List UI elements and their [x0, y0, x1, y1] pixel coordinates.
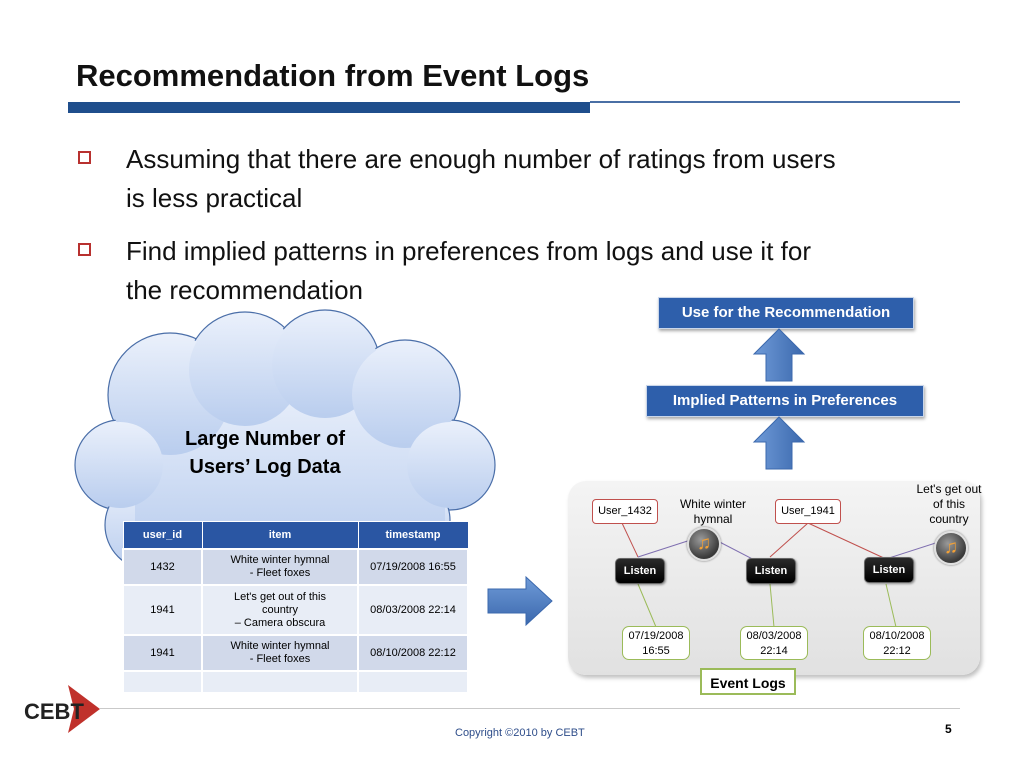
song-label-line: hymnal: [693, 512, 733, 526]
bullet-square-icon: [78, 243, 91, 256]
column-header-user-id: user_id: [122, 521, 203, 550]
song-label: Let's get out of this country: [906, 482, 992, 527]
cell-user-id: 1432: [122, 548, 203, 586]
cloud-label: Large Number of Users’ Log Data: [150, 425, 380, 481]
cell-item-line: Let's get out of this: [234, 590, 326, 603]
timestamp-time: 16:55: [642, 645, 670, 657]
cell-empty: [201, 670, 359, 694]
song-label-line: country: [929, 512, 969, 526]
timestamp-node: 07/19/2008 16:55: [622, 626, 690, 660]
title-underline-bar: [68, 102, 590, 113]
cell-item: White winter hymnal - Fleet foxes: [201, 548, 359, 586]
user-node: User_1941: [775, 499, 841, 524]
bullet-square-icon: [78, 151, 91, 164]
column-header-timestamp: timestamp: [357, 521, 469, 550]
cell-timestamp: 08/10/2008 22:12: [357, 634, 469, 672]
user-node: User_1432: [592, 499, 658, 524]
music-note-icon: ♫: [687, 527, 721, 561]
use-for-recommendation-box: Use for the Recommendation: [658, 297, 914, 329]
song-label-line: White winter: [679, 497, 747, 511]
listen-node: Listen: [746, 558, 796, 584]
bullet-2-line-1: Find implied patterns in preferences fro…: [126, 236, 812, 266]
timestamp-date: 08/03/2008: [746, 630, 802, 642]
cell-empty: [357, 670, 469, 694]
song-label-line: Let's get out: [916, 482, 982, 496]
table-row: 1432 White winter hymnal - Fleet foxes 0…: [122, 548, 469, 586]
cell-item-line: - Fleet foxes: [249, 653, 311, 665]
cloud-label-line-2: Users’ Log Data: [189, 456, 341, 478]
table-row: 1941 White winter hymnal - Fleet foxes 0…: [122, 634, 469, 672]
up-arrow-icon: [752, 328, 806, 382]
cloud-label-line-1: Large Number of: [184, 428, 346, 450]
cell-item-line: country: [261, 603, 299, 616]
timestamp-time: 22:12: [883, 645, 911, 657]
page-number: 5: [945, 722, 952, 736]
right-arrow-icon: [487, 575, 553, 627]
title-underline-thin: [590, 101, 960, 103]
slide-title: Recommendation from Event Logs: [76, 58, 590, 93]
cell-item-line: White winter hymnal: [230, 554, 330, 566]
copyright-text: Copyright ©2010 by CEBT: [455, 727, 585, 739]
timestamp-date: 07/19/2008: [628, 630, 684, 642]
timestamp-node: 08/10/2008 22:12: [863, 626, 931, 660]
column-header-item: item: [201, 521, 359, 550]
implied-patterns-box: Implied Patterns in Preferences: [646, 385, 924, 417]
svg-text:CEBT: CEBT: [24, 699, 84, 724]
bullet-2-line-2: the recommendation: [126, 275, 364, 305]
music-note-icon: ♫: [934, 531, 968, 565]
listen-node: Listen: [615, 558, 665, 584]
timestamp-date: 08/10/2008: [869, 630, 925, 642]
cell-timestamp: 08/03/2008 22:14: [357, 584, 469, 636]
cell-empty: [122, 670, 203, 694]
song-label: White winter hymnal: [672, 497, 754, 527]
bullet-2-text: Find implied patterns in preferences fro…: [126, 232, 956, 310]
cell-user-id: 1941: [122, 584, 203, 636]
cell-item-line: – Camera obscura: [234, 616, 326, 629]
event-log-table: user_id item timestamp 1432 White winter…: [122, 521, 469, 694]
cell-item-line: - Fleet foxes: [249, 567, 311, 579]
cell-user-id: 1941: [122, 634, 203, 672]
timestamp-time: 22:14: [760, 645, 788, 657]
up-arrow-icon: [752, 416, 806, 470]
table-header-row: user_id item timestamp: [122, 521, 469, 550]
bullet-1-line-1: Assuming that there are enough number of…: [126, 144, 836, 174]
listen-node: Listen: [864, 557, 914, 583]
timestamp-node: 08/03/2008 22:14: [740, 626, 808, 660]
cell-item: Let's get out of this country – Camera o…: [201, 584, 359, 636]
bullet-1-text: Assuming that there are enough number of…: [126, 140, 956, 218]
cell-timestamp: 07/19/2008 16:55: [357, 548, 469, 586]
cell-item-line: White winter hymnal: [230, 640, 330, 652]
cloud-shape: [74, 309, 496, 571]
cebt-logo: CEBT: [24, 685, 100, 733]
bullet-1-line-2: is less practical: [126, 183, 303, 213]
cell-item: White winter hymnal - Fleet foxes: [201, 634, 359, 672]
footer-divider: [100, 708, 960, 709]
table-row: 1941 Let's get out of this country – Cam…: [122, 584, 469, 636]
table-row-empty: [122, 670, 469, 694]
event-logs-label: Event Logs: [700, 668, 796, 695]
song-label-line: of this: [932, 497, 965, 511]
